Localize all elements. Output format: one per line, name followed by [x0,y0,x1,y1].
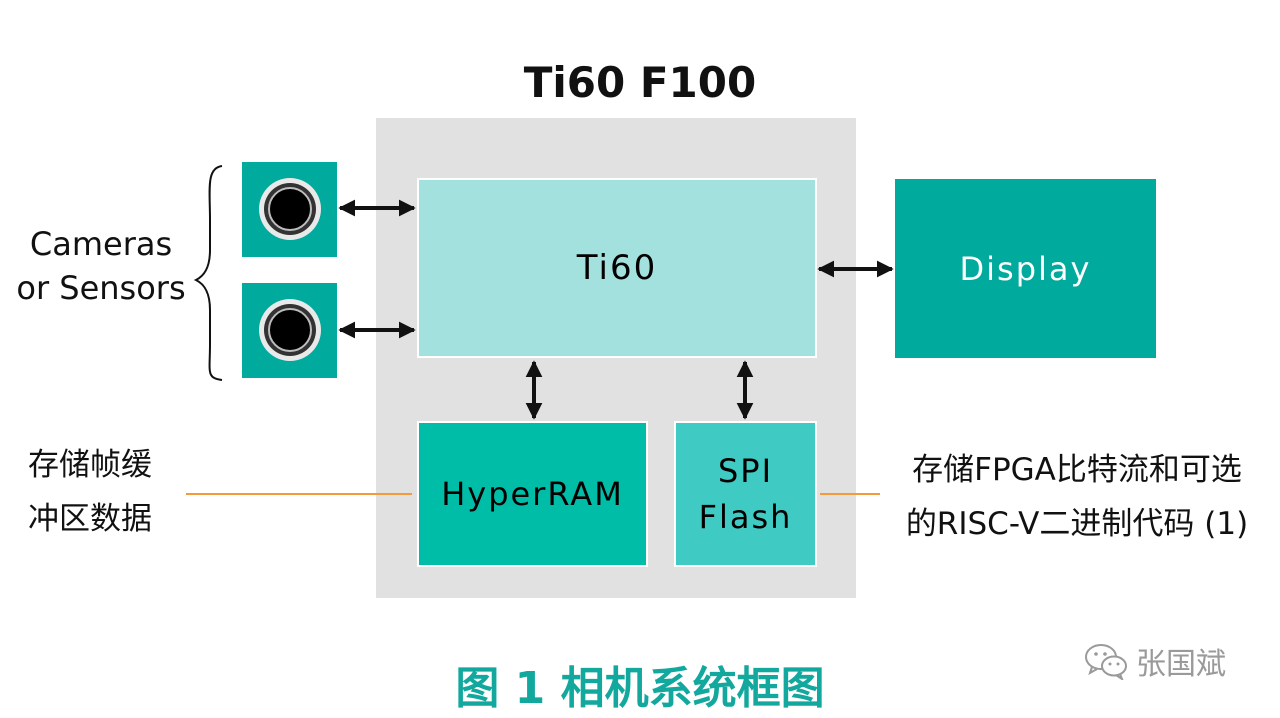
spi-flash-label-line2: Flash [698,498,793,536]
wechat-icon [1085,644,1127,680]
watermark-text: 张国斌 [1136,647,1226,682]
spi-flash-note: 存储FPGA比特流和可选 的RISC-V二进制代码 (1) [882,443,1272,551]
cameras-label-line2: or Sensors [16,269,186,307]
hyperram-label: HyperRAM [441,475,624,513]
hyperram-block: HyperRAM [417,421,648,567]
watermark: 张国斌 [1084,636,1226,686]
camera-1 [242,162,337,257]
display-label: Display [959,249,1092,288]
ti60-block: Ti60 [417,178,817,358]
camera-lens-icon [259,178,321,240]
cameras-label: Cameras or Sensors [6,222,196,310]
spi-flash-note-line1: 存储FPGA比特流和可选 [912,452,1242,488]
cameras-label-line1: Cameras [29,225,173,263]
spi-flash-note-line2: 的RISC-V二进制代码 (1) [905,506,1249,542]
board-title: Ti60 F100 [523,58,757,107]
ti60-label: Ti60 [576,248,658,288]
hyperram-note-line2: 冲区数据 [28,501,152,537]
camera-2 [242,283,337,378]
hyperram-note-line1: 存储帧缓 [28,447,152,483]
display-block: Display [895,179,1156,358]
spi-flash-label-line1: SPI [717,452,774,490]
figure-caption: 图 1 相机系统框图 [455,663,825,714]
hyperram-note: 存储帧缓 冲区数据 [28,438,228,546]
spi-flash-block: SPI Flash [674,421,817,567]
cameras-bracket [193,165,223,381]
camera-lens-icon [259,299,321,361]
